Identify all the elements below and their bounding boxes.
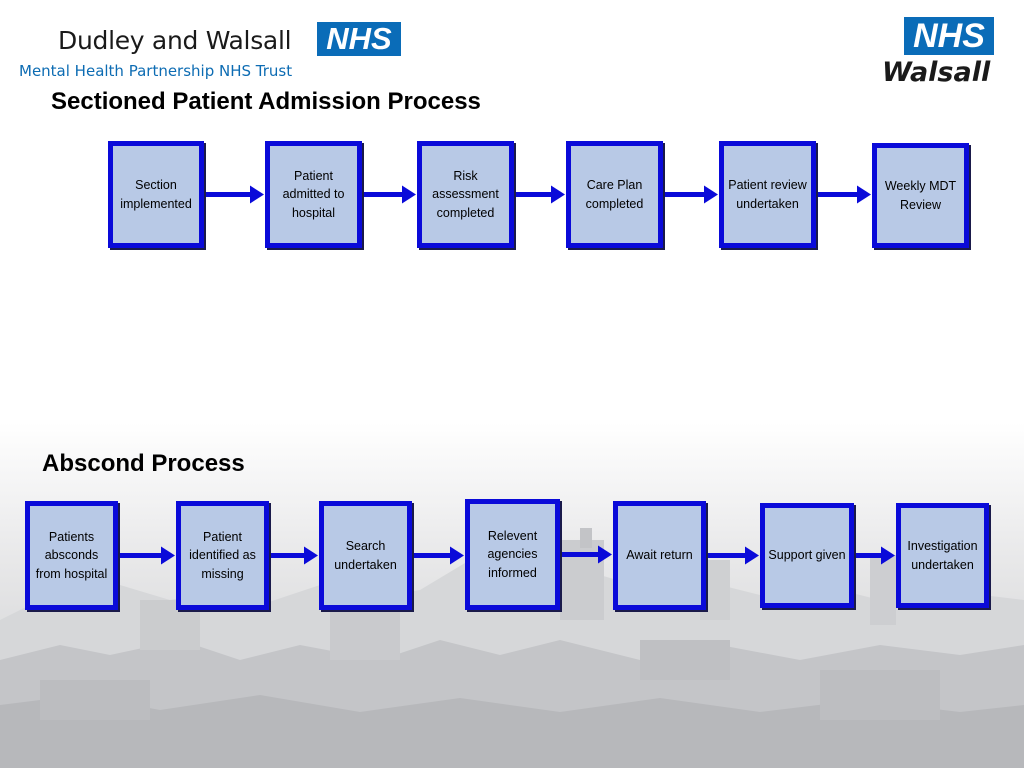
- abscond-step-3: Search undertaken: [319, 501, 412, 610]
- admission-step-3: Risk assessment completed: [417, 141, 514, 248]
- trust-logo: Dudley and Walsall NHS Mental Health Par…: [18, 18, 418, 82]
- nhs-badge-right: NHS: [904, 17, 994, 55]
- abscond-step-7: Investigation undertaken: [896, 503, 989, 608]
- abscond-process-title: Abscond Process: [42, 450, 245, 477]
- trust-subtitle: Mental Health Partnership NHS Trust: [19, 62, 293, 80]
- admission-step-2: Patient admitted to hospital: [265, 141, 362, 248]
- admission-step-6: Weekly MDT Review: [872, 143, 969, 248]
- trust-name: Dudley and Walsall: [58, 26, 292, 55]
- walsall-logo: NHS Walsall: [880, 17, 1000, 95]
- abscond-step-4: Relevent agencies informed: [465, 499, 560, 610]
- nhs-badge-left: NHS: [317, 22, 401, 56]
- admission-process-title: Sectioned Patient Admission Process: [51, 88, 481, 115]
- admission-step-1: Section implemented: [108, 141, 204, 248]
- abscond-step-2: Patient identified as missing: [176, 501, 269, 610]
- admission-step-5: Patient review undertaken: [719, 141, 816, 248]
- admission-step-4: Care Plan completed: [566, 141, 663, 248]
- abscond-step-5: Await return: [613, 501, 706, 610]
- abscond-step-1: Patients absconds from hospital: [25, 501, 118, 610]
- walsall-label: Walsall: [882, 57, 991, 88]
- abscond-step-6: Support given: [760, 503, 854, 608]
